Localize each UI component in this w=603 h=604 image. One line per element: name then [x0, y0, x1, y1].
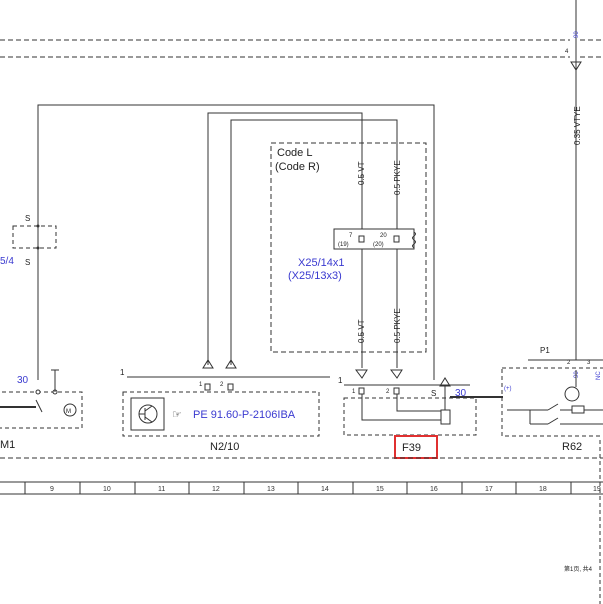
r62-plus: (+): [504, 386, 512, 392]
motor-icon: [63, 403, 77, 417]
code-l-label: Code L: [277, 147, 312, 159]
n210-box: [122, 391, 320, 437]
grid-cell: 11: [158, 486, 165, 493]
page-footer: 第1页, 共4: [564, 565, 593, 573]
n210-pin-label: 1: [120, 368, 125, 377]
transistor-box: [130, 397, 165, 431]
f39-pin-1: 1: [352, 389, 356, 395]
pin-19: (19): [338, 242, 349, 248]
connector-label-1: X25/14x1: [298, 257, 344, 269]
top-pin-90: 90: [574, 31, 580, 38]
left-ref: 5/4: [0, 256, 14, 267]
terminal-30-right: 30: [455, 388, 467, 399]
grid-cell: 9: [50, 486, 54, 493]
r62-box: [501, 367, 603, 437]
pin-7: 7: [349, 233, 353, 239]
hand-pointer-icon: ☞: [172, 409, 182, 421]
wire-label-vt-top: 0.5 VT: [357, 161, 366, 185]
grid-cell: 13: [267, 486, 275, 493]
wire-loop-outer: [37, 104, 435, 380]
pe-reference-link[interactable]: PE 91.60-P-2106IBA: [193, 409, 296, 421]
grid-cell: 18: [539, 486, 547, 493]
wire-label-pkye-bot: 0.5 PKYE: [393, 308, 402, 343]
grid-cell: 10: [103, 486, 111, 493]
pin-20: 20: [380, 233, 387, 239]
switch-s-top: S: [25, 214, 30, 223]
f39-s-label: S: [431, 389, 436, 398]
n210-pin-1: 1: [199, 382, 203, 388]
code-r-label: (Code R): [275, 161, 320, 173]
terminal-30-left: 30: [17, 375, 29, 386]
motor-m: M: [66, 409, 71, 415]
f39-pin-label: 1: [338, 376, 343, 385]
r62-pin-2: 2: [567, 360, 571, 366]
arrow-down: [570, 61, 582, 71]
switch-s-bottom: S: [25, 258, 30, 267]
p1-label: P1: [540, 346, 550, 355]
grid-cell: 19: [593, 486, 601, 493]
connector-label-2: (X25/13x3): [288, 270, 342, 282]
m1-label: M1: [0, 439, 15, 451]
wire-label-vt-bot: 0.5 VT: [357, 319, 366, 343]
n210-label: N2/10: [210, 441, 239, 453]
code-l-box: [270, 142, 427, 353]
wire-label-vtye: 0.35 VTYE: [573, 106, 582, 145]
top-pin-4: 4: [565, 49, 569, 55]
r62-nc: NC: [596, 371, 602, 380]
f39-label: F39: [402, 442, 421, 454]
grid-cell: 15: [376, 486, 384, 493]
grid-cell: 14: [321, 486, 329, 493]
grid-cell: 16: [430, 486, 438, 493]
f39-box: [343, 397, 477, 436]
r62-transistor-icon: [564, 386, 580, 402]
r62-pin-90: 90: [574, 371, 580, 378]
pin-20b: (20): [373, 242, 384, 248]
grid-ruler: 9 10 11 12 13 14 15 16 17 18 19: [0, 481, 603, 495]
f39-pin-2: 2: [386, 389, 390, 395]
r62-pin-3: 3: [587, 360, 591, 366]
switch-s-box: [12, 225, 57, 249]
n210-pin-2: 2: [220, 382, 224, 388]
connector-x25: [333, 228, 415, 250]
grid-cell: 17: [485, 486, 493, 493]
r62-label: R62: [562, 441, 582, 453]
wire-label-pkye-top: 0.5 PKYE: [393, 160, 402, 195]
grid-cell: 12: [212, 486, 220, 493]
